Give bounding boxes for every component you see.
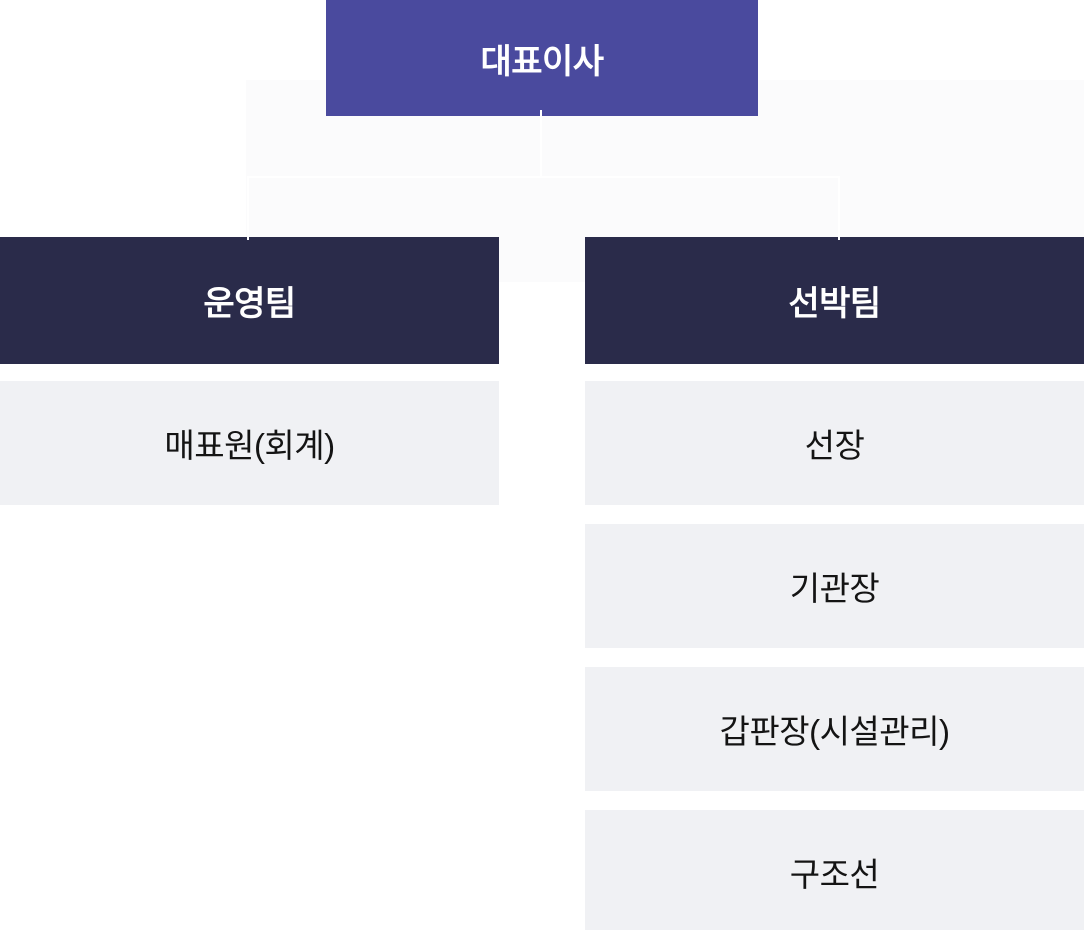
team-header-label: 운영팀: [203, 285, 296, 323]
org-item: 매표원(회계): [0, 381, 499, 505]
org-item: 선장: [585, 381, 1084, 505]
team-header-operations: 운영팀: [0, 237, 499, 364]
org-item: 구조선: [585, 810, 1084, 930]
org-item: 기관장: [585, 524, 1084, 648]
org-item-label: 매표원(회계): [164, 427, 335, 464]
org-item-label: 갑판장(시설관리): [719, 713, 951, 750]
org-item-label: 구조선: [789, 856, 880, 893]
ceo-node-label: 대표이사: [480, 42, 604, 81]
connector-root-vertical: [540, 110, 542, 178]
ceo-node: 대표이사: [326, 0, 758, 116]
connector-left-vertical: [247, 176, 249, 240]
connector-right-vertical: [838, 176, 840, 240]
org-item-label: 기관장: [789, 570, 880, 607]
team-header-vessel: 선박팀: [585, 237, 1084, 364]
connector-horizontal: [247, 176, 839, 178]
org-item-label: 선장: [804, 427, 865, 464]
org-item: 갑판장(시설관리): [585, 667, 1084, 791]
team-header-label: 선박팀: [788, 285, 881, 323]
